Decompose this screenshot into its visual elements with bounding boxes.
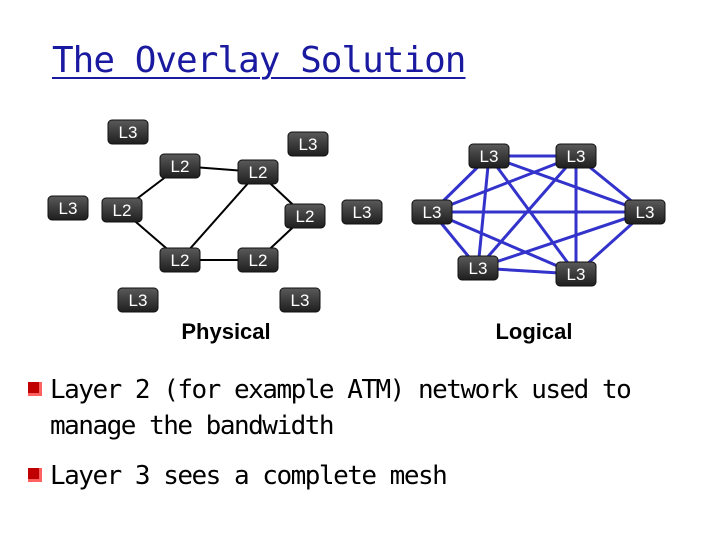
logical-link — [431, 154, 577, 214]
node-box — [341, 199, 383, 225]
node-label: L3 — [119, 123, 138, 142]
physical-node-p_l2_r: L2 — [284, 203, 326, 229]
node-box — [101, 197, 143, 223]
node-box — [468, 143, 510, 169]
page-title: The Overlay Solution — [52, 40, 466, 81]
bullet-square-icon — [28, 382, 42, 396]
node-label: L2 — [249, 251, 268, 270]
node-box — [624, 199, 666, 225]
node-label: L3 — [299, 135, 318, 154]
bullet-item: Layer 3 sees a complete mesh — [28, 458, 708, 494]
logical-node-g_tl: L3 — [468, 143, 510, 169]
physical-node-p_l3_l: L3 — [47, 195, 89, 221]
node-box — [107, 119, 149, 145]
logical-node-g_l: L3 — [411, 199, 453, 225]
logical-link — [487, 155, 578, 275]
physical-node-p_l3_tl: L3 — [107, 119, 149, 145]
node-label: L3 — [129, 291, 148, 310]
node-box — [284, 203, 326, 229]
bullet-item: Layer 2 (for example ATM) network used t… — [28, 372, 708, 444]
logical-link — [431, 210, 577, 276]
node-label: L2 — [171, 157, 190, 176]
node-box — [159, 247, 201, 273]
node-label: L2 — [113, 201, 132, 220]
logical-node-g_br: L3 — [555, 261, 597, 287]
physical-node-p_l2_c: L2 — [159, 247, 201, 273]
physical-node-p_l2_l: L2 — [101, 197, 143, 223]
bullet-text: Layer 2 (for example ATM) network used t… — [50, 375, 632, 441]
logical-link — [488, 154, 646, 214]
bullet-list: Layer 2 (for example ATM) network used t… — [28, 372, 708, 508]
node-label: L3 — [636, 203, 655, 222]
node-box — [555, 261, 597, 287]
node-label: L3 — [480, 147, 499, 166]
bullet-text: Layer 3 sees a complete mesh — [50, 461, 448, 491]
node-label: L3 — [567, 265, 586, 284]
physical-node-p_l2_d: L2 — [237, 247, 279, 273]
node-box — [159, 153, 201, 179]
node-box — [237, 159, 279, 185]
logical-caption: Logical — [495, 319, 572, 344]
physical-node-p_l2_a: L2 — [159, 153, 201, 179]
node-label: L2 — [171, 251, 190, 270]
node-box — [287, 131, 329, 157]
logical-node-g_r: L3 — [624, 199, 666, 225]
node-label: L3 — [423, 203, 442, 222]
logical-node-g_bl: L3 — [457, 255, 499, 281]
node-box — [279, 287, 321, 313]
node-label: L3 — [353, 203, 372, 222]
physical-node-p_l3_tr: L3 — [287, 131, 329, 157]
physical-caption: Physical — [181, 319, 270, 344]
node-box — [117, 287, 159, 313]
node-label: L2 — [249, 163, 268, 182]
node-label: L3 — [567, 147, 586, 166]
logical-link — [477, 210, 646, 270]
physical-node-p_l3_bl: L3 — [117, 287, 159, 313]
logical-node-g_tr: L3 — [555, 143, 597, 169]
physical-node-p_l2_b: L2 — [237, 159, 279, 185]
node-box — [47, 195, 89, 221]
node-label: L3 — [469, 259, 488, 278]
node-label: L3 — [59, 199, 78, 218]
node-label: L2 — [296, 207, 315, 226]
node-box — [555, 143, 597, 169]
physical-node-p_l3_r: L3 — [341, 199, 383, 225]
physical-node-p_l3_br: L3 — [279, 287, 321, 313]
node-label: L3 — [291, 291, 310, 310]
node-box — [411, 199, 453, 225]
physical-link — [179, 171, 259, 261]
bullet-square-icon — [28, 468, 42, 482]
node-box — [457, 255, 499, 281]
node-box — [237, 247, 279, 273]
